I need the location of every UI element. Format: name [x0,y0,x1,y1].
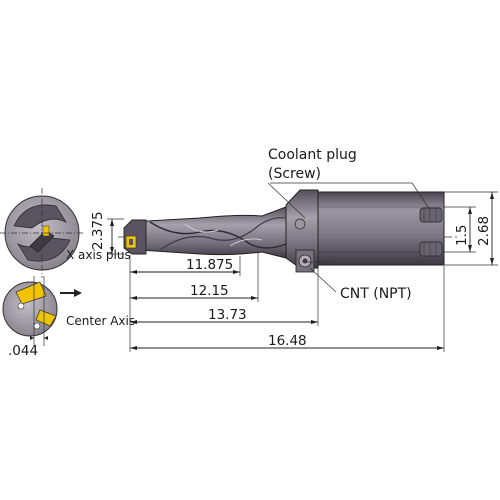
dim-15: 1.5 [454,225,470,246]
dim-1215: 12.15 [190,283,229,299]
center-axis-label: Center Axis [66,314,135,328]
drill-side-view [118,189,460,273]
fluted-body [129,206,287,259]
dim-2375: 2.375 [90,211,106,250]
coolant-hole-lower [419,241,443,257]
cnt-port [294,218,306,230]
dim-268: 2.68 [476,216,492,246]
dim-1648: 16.48 [268,333,307,349]
end-view-bottom [2,276,58,346]
end-view-top [0,188,84,278]
dim-11875: 11.875 [186,257,233,273]
coolant-hole-upper [419,207,443,223]
x-axis-arrow [60,289,82,297]
insert-outer [15,281,47,305]
dim-044: .044 [8,343,38,359]
x-axis-plus-label: X axis plus [66,248,131,262]
screw-label: (Screw) [268,166,321,182]
coolant-plug-label: Coolant plug [268,147,357,163]
dimension-lines [107,182,498,352]
dim-1373: 13.73 [208,307,247,323]
cnt-npt-label: CNT (NPT) [340,286,412,302]
insert-top-view [42,225,50,237]
insert-inner [35,309,57,327]
